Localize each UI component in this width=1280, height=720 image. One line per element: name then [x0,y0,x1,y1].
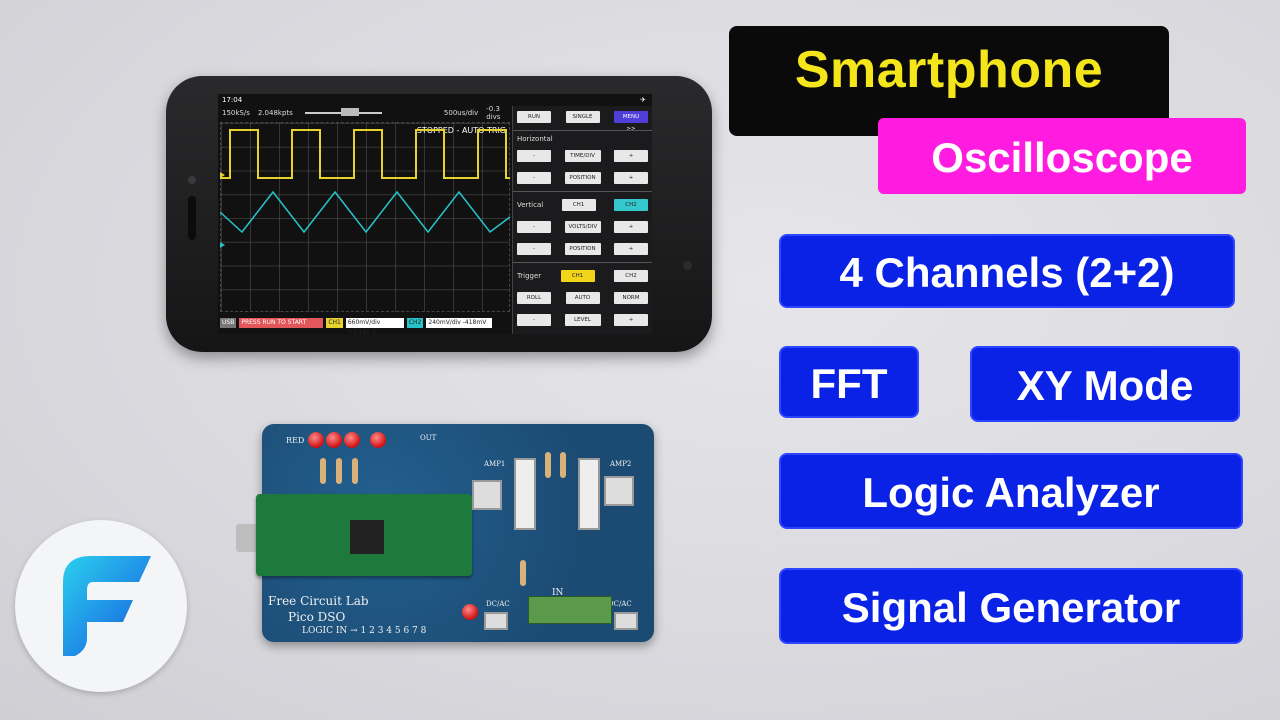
input-terminal-block [528,596,612,624]
scope-info-bar: 150kS/s 2.048kpts 500us/div -0.3 divs [218,105,512,121]
trigger-ch1-button[interactable]: CH1 [560,270,595,282]
rp2040-chip [350,520,384,554]
ch2-badge[interactable]: CH2 [406,318,424,328]
range-switch-1[interactable] [514,458,536,530]
dc-ac-left-label: DC/AC [486,600,510,608]
earpiece-speaker [188,196,196,240]
ch1-marker [220,172,225,178]
volts-div-minus-button[interactable]: - [517,221,551,233]
feature-xy-mode: XY Mode [970,346,1240,422]
feature-fft: FFT [779,346,919,418]
time-position-slider[interactable] [304,108,382,116]
status-bar: 17:04 ✈ [218,94,652,106]
h-position-plus-button[interactable]: + [614,172,648,184]
norm-button[interactable]: NORM [614,292,648,304]
led [344,432,360,448]
roll-button[interactable]: ROLL [517,292,551,304]
red-label: RED [286,436,305,445]
vertical-ch2-button[interactable]: CH2 [613,199,648,211]
airplane-mode-icon: ✈ [640,96,646,104]
out-label: OUT [420,434,437,442]
resistor [320,458,326,484]
time-div-plus-button[interactable]: + [614,150,648,162]
logic-in-label: LOGIC IN → 1 2 3 4 5 6 7 8 [302,626,427,636]
title: Smartphone [794,41,1104,99]
dc-ac-switch-left[interactable] [484,612,508,630]
clock: 17:04 [222,96,243,104]
resistor [520,560,526,586]
h-position-minus-button[interactable]: - [517,172,551,184]
resistor [336,458,342,484]
range-switch-2[interactable] [578,458,600,530]
amp2-label: AMP2 [610,460,632,468]
menu-button[interactable]: MENU >> [614,111,648,132]
led [326,432,342,448]
ch1-square-wave [220,129,510,179]
level-plus-button[interactable]: + [614,314,648,326]
brand-logo-f-icon [15,520,187,692]
usb-badge: USB [220,318,237,328]
single-button[interactable]: SINGLE [565,111,600,123]
run-button[interactable]: RUN [517,111,551,123]
horizontal-label: Horizontal [517,135,553,143]
in-label: IN [552,588,564,598]
feature-signal-generator: Signal Generator [779,568,1243,644]
ch1-badge[interactable]: CH1 [326,318,343,328]
oscilloscope-app-screen: 17:04 ✈ 150kS/s 2.048kpts 500us/div -0.3… [218,94,652,334]
ch2-marker [220,242,225,248]
feature-channels: 4 Channels (2+2) [779,234,1235,308]
time-div-label: TIME/DIV [564,150,601,162]
h-position-label: POSITION [564,172,601,184]
front-camera [186,174,198,186]
sensor [683,261,692,270]
points: 2.048kpts [257,109,293,117]
brand-line2: Pico DSO [288,610,346,624]
ch2-triangle-wave [220,190,510,234]
vertical-label: Vertical [517,201,544,209]
offset: -0.3 divs [486,105,501,121]
vertical-ch1-button[interactable]: CH1 [561,199,596,211]
trigger-status: STOPPED - AUTO TRIG [416,126,506,135]
scope-grid [220,122,510,312]
sample-rate: 150kS/s [222,109,250,117]
led [462,604,478,620]
smartphone: 17:04 ✈ 150kS/s 2.048kpts 500us/div -0.3… [166,76,712,352]
feature-logic-analyzer: Logic Analyzer [779,453,1243,529]
trigger-label: Trigger [517,272,542,280]
trigger-ch2-button[interactable]: CH2 [614,270,648,282]
time-div-minus-button[interactable]: - [517,150,551,162]
v-position-plus-button[interactable]: + [614,243,648,255]
push-button-amp2[interactable] [604,476,634,506]
timebase: 500us/div [443,109,479,117]
led [370,432,386,448]
resistor [352,458,358,484]
resistor [545,452,551,478]
resistor [560,452,566,478]
volts-div-label: VOLTS/DIV [564,221,601,233]
level-minus-button[interactable]: - [517,314,551,326]
scope-display[interactable]: 150kS/s 2.048kpts 500us/div -0.3 divs ST… [218,105,512,334]
volts-div-plus-button[interactable]: + [614,221,648,233]
push-button-amp1[interactable] [472,480,502,510]
led [308,432,324,448]
auto-button[interactable]: AUTO [565,292,600,304]
control-panel: RUN SINGLE MENU >> Horizontal - TIME/DIV… [512,106,652,334]
subtitle-background [878,118,1246,194]
waveforms [220,129,510,248]
subtitle: Oscilloscope [931,134,1193,181]
dc-ac-switch-right[interactable] [614,612,638,630]
v-position-label: POSITION [564,243,601,255]
ch1-values: 660mV/div +1.18V 6 [345,318,404,334]
channel-bar: USB PRESS RUN TO START CH1 660mV/div +1.… [220,318,493,334]
title-background [729,26,1169,136]
run-message: PRESS RUN TO START [239,318,324,328]
amp1-label: AMP1 [484,460,506,468]
level-label: LEVEL [564,314,601,326]
brand-line1: Free Circuit Lab [268,594,369,608]
ch2-values: 240mV/div -418mV [426,318,493,328]
dc-ac-right-label: DC/AC [608,600,632,608]
v-position-minus-button[interactable]: - [517,243,551,255]
